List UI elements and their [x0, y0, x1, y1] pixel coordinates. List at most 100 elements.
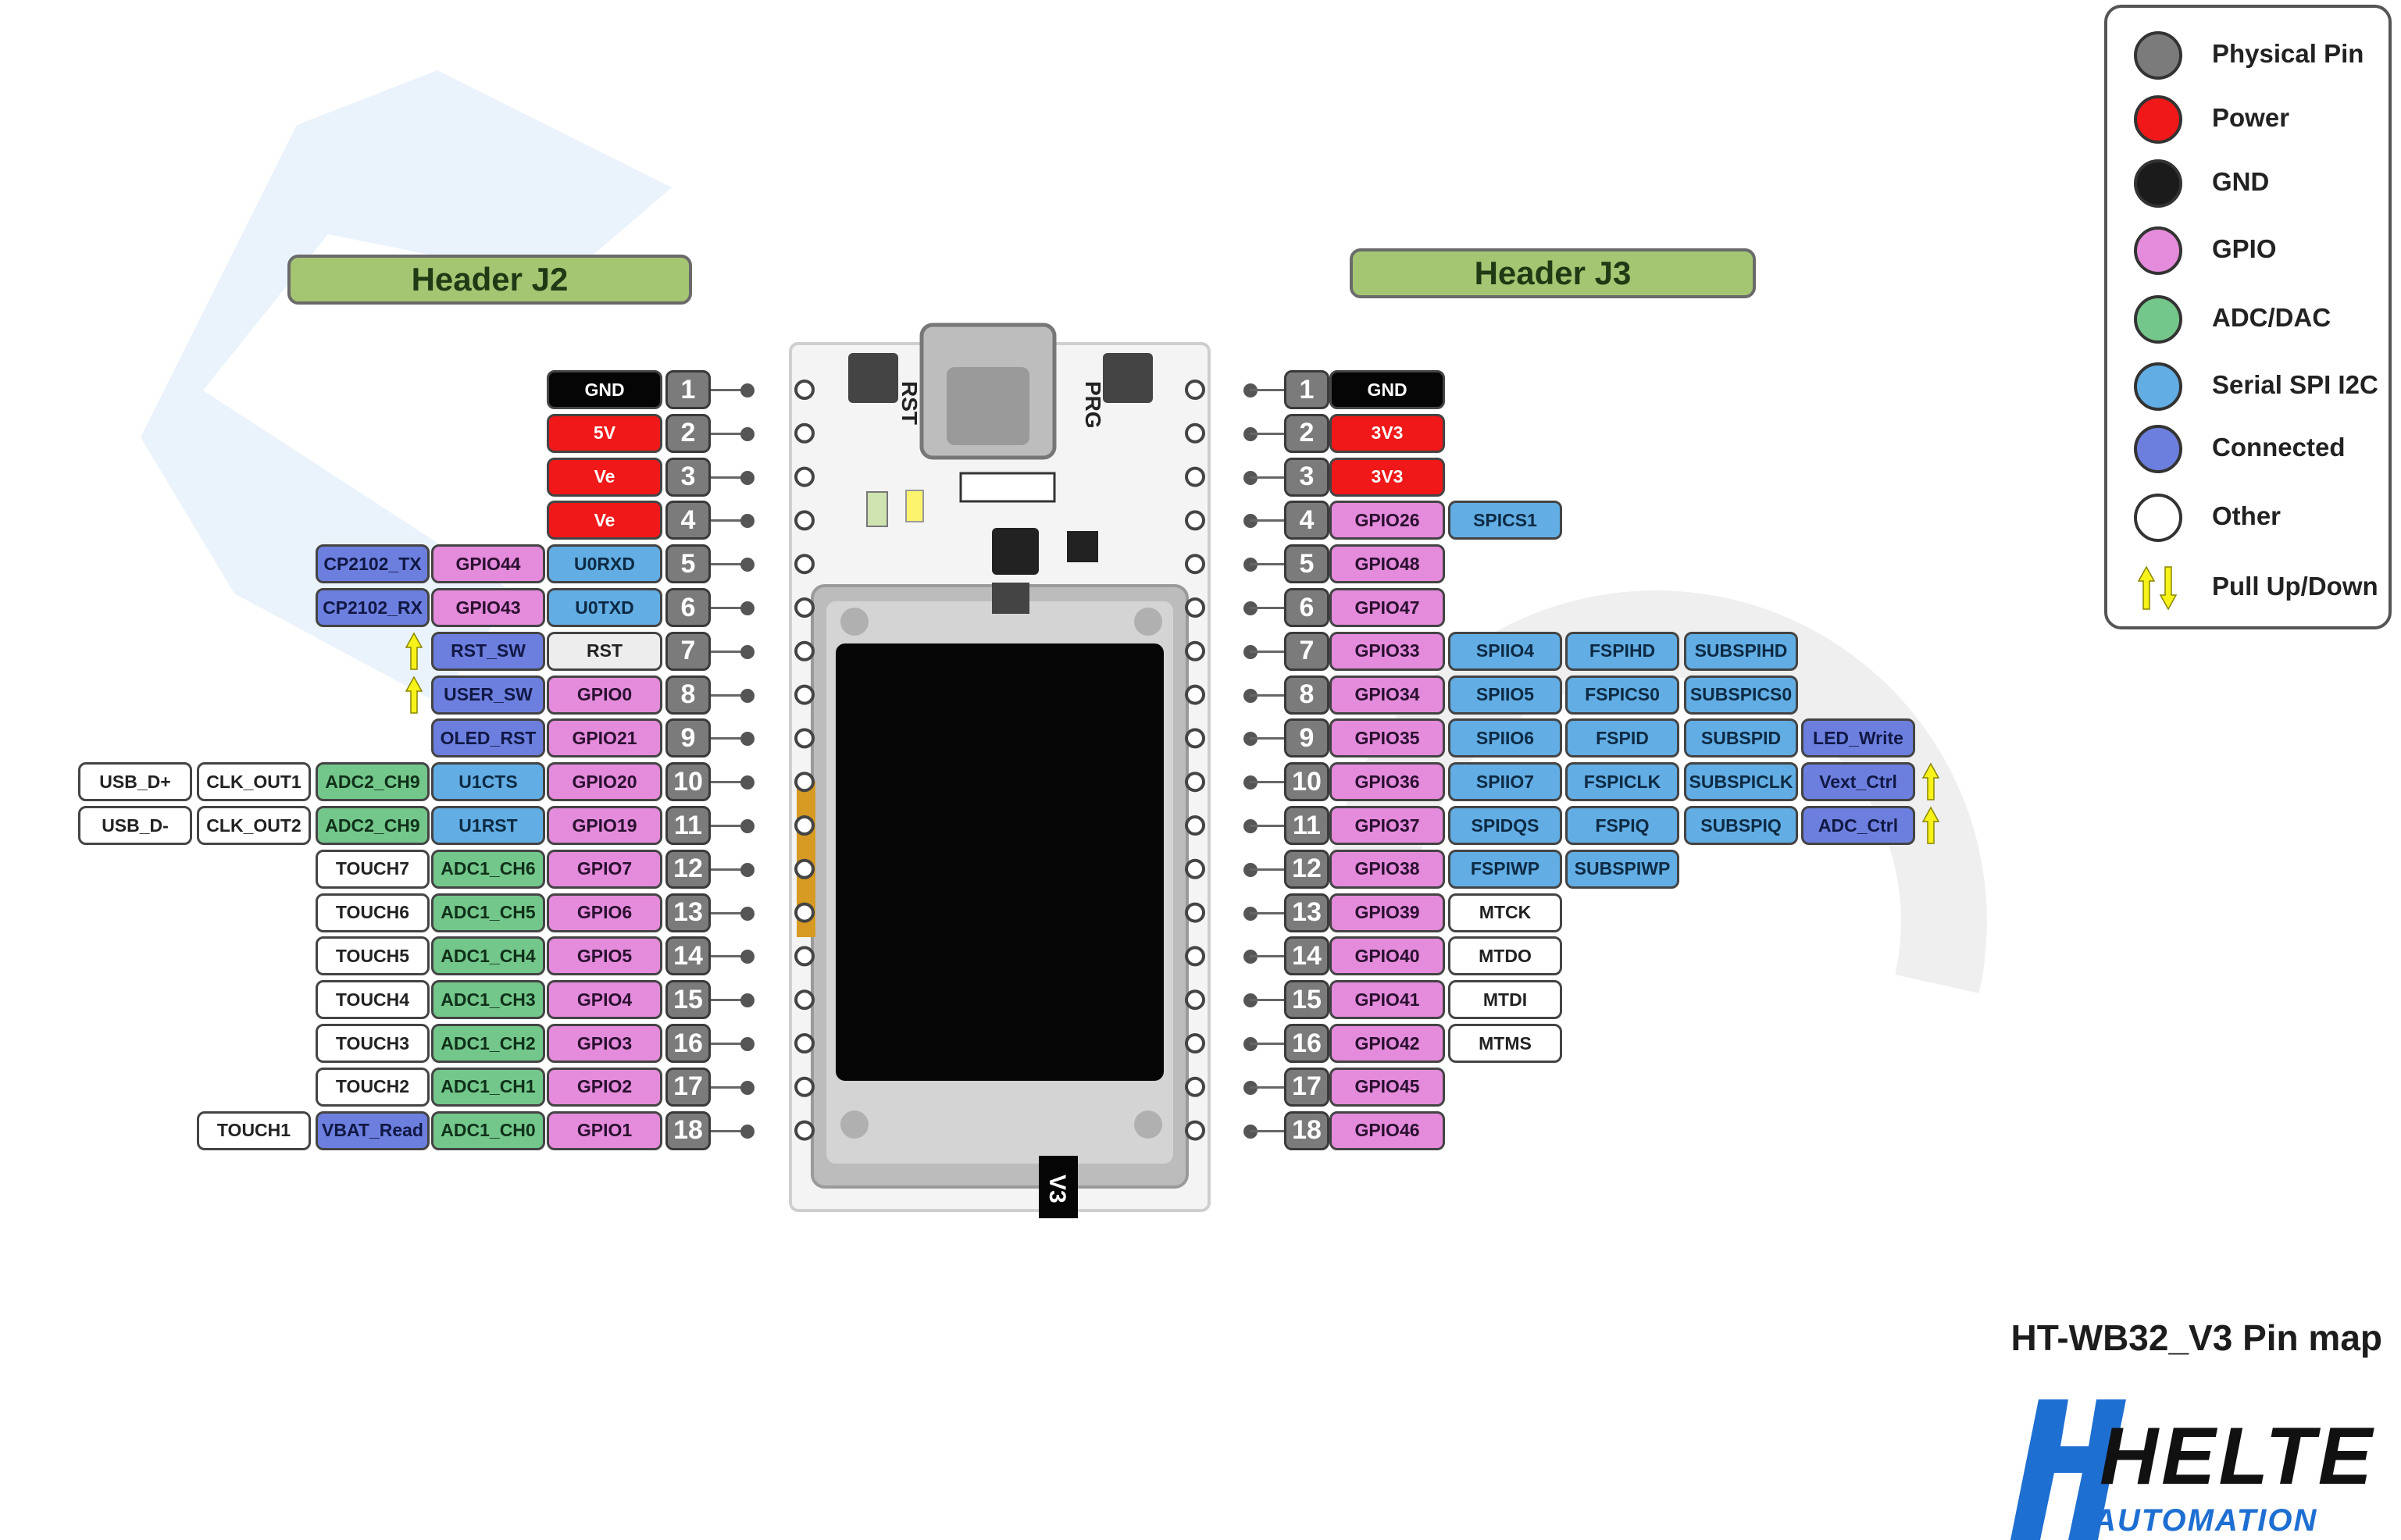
pin-lead — [711, 781, 750, 784]
pin-label-3v3: 3V3 — [1329, 457, 1445, 497]
physical-pin-number: 18 — [665, 1110, 711, 1150]
board-version-label: V3 — [1044, 1175, 1070, 1203]
physical-pin-number: 15 — [1284, 980, 1329, 1020]
physical-pin-number: 11 — [1284, 806, 1329, 845]
pin-lead — [711, 693, 750, 697]
pin-lead — [711, 519, 750, 522]
physical-pin-number: 2 — [665, 413, 711, 453]
header-hole — [1185, 380, 1205, 400]
pin-label-adc1-ch1: ADC1_CH1 — [431, 1067, 545, 1107]
pin-lead — [711, 868, 750, 871]
physical-pin-number: 16 — [665, 1024, 711, 1063]
pin-lead — [1250, 1085, 1286, 1089]
legend-swatch-adc — [2134, 295, 2182, 344]
physical-pin-number: 10 — [1284, 762, 1329, 802]
pin-label-subspihd: SUBSPIHD — [1684, 631, 1798, 671]
physical-pin-number: 6 — [1284, 588, 1329, 627]
physical-pin-number: 10 — [665, 762, 711, 802]
pin-label-cp2102-rx: CP2102_RX — [316, 588, 430, 627]
header-hole — [1185, 728, 1205, 749]
pin-dot — [740, 514, 755, 529]
header-hole — [1185, 684, 1205, 705]
pin-label-gpio20: GPIO20 — [547, 762, 662, 802]
pin-label-gpio26: GPIO26 — [1329, 501, 1445, 540]
pin-label-clk-out2: CLK_OUT2 — [197, 806, 311, 845]
header-hole — [1185, 422, 1205, 444]
legend-label: Physical Pin — [2212, 39, 2364, 68]
pin-label-gpio40: GPIO40 — [1329, 936, 1445, 976]
pin-label-mtdi: MTDI — [1448, 980, 1562, 1020]
pin-lead — [1250, 476, 1286, 479]
pin-label-subspid: SUBSPID — [1684, 718, 1798, 758]
pin-label-u0rxd: U0RXD — [547, 544, 662, 584]
pin-lead — [1250, 693, 1286, 697]
pin-label-gpio39: GPIO39 — [1329, 893, 1445, 932]
pin-label-clk-out1: CLK_OUT1 — [197, 762, 311, 802]
pin-label-touch6: TOUCH6 — [316, 893, 430, 932]
header-hole — [1185, 815, 1205, 836]
header-hole — [1185, 858, 1205, 879]
pin-label-touch4: TOUCH4 — [316, 980, 430, 1020]
pull-up-icon — [1921, 806, 1940, 844]
physical-pin-number: 17 — [1284, 1067, 1329, 1107]
pin-label-mtdo: MTDO — [1448, 936, 1562, 976]
logo-tagline: AUTOMATION — [2092, 1503, 2317, 1538]
legend-swatch-power — [2134, 95, 2182, 144]
pin-label-ve: Ve — [547, 501, 662, 540]
pin-label-touch1: TOUCH1 — [197, 1110, 311, 1150]
pin-label-gpio36: GPIO36 — [1329, 762, 1445, 802]
physical-pin-number: 9 — [665, 718, 711, 758]
pin-label-adc-ctrl: ADC_Ctrl — [1801, 806, 1915, 845]
header-hole — [794, 728, 815, 749]
pin-lead — [1250, 1043, 1286, 1045]
physical-pin-number: 12 — [665, 849, 711, 889]
pin-label-vext-ctrl: Vext_Ctrl — [1801, 762, 1915, 802]
pin-lead — [711, 563, 750, 566]
pin-label-rst-sw: RST_SW — [431, 631, 545, 671]
header-hole — [794, 772, 815, 793]
pin-lead — [711, 1043, 750, 1045]
prg-button — [1103, 353, 1153, 403]
pin-label-touch7: TOUCH7 — [316, 849, 430, 889]
physical-pin-number: 4 — [1284, 501, 1329, 540]
header-j2-label: Header J2 — [287, 255, 692, 305]
pin-label-spidqs: SPIDQS — [1448, 806, 1562, 845]
pin-label-gpio5: GPIO5 — [547, 936, 662, 976]
pin-label-u1rst: U1RST — [431, 806, 545, 845]
physical-pin-number: 8 — [665, 675, 711, 715]
pin-lead — [711, 1129, 750, 1132]
rst-button-label: RST — [897, 381, 922, 425]
pin-lead — [711, 476, 750, 479]
header-holes — [794, 380, 1205, 1141]
pin-label-fspiwp: FSPIWP — [1448, 849, 1562, 889]
header-hole — [794, 946, 815, 967]
header-hole — [1185, 902, 1205, 923]
physical-pin-number: 4 — [665, 501, 711, 540]
oled-screen — [836, 643, 1164, 1081]
pin-label-mtck: MTCK — [1448, 893, 1562, 932]
legend-swatch-connected — [2134, 425, 2182, 473]
pin-label-gpio7: GPIO7 — [547, 849, 662, 889]
legend-swatch-gnd — [2134, 159, 2182, 208]
pin-label-gpio44: GPIO44 — [431, 544, 545, 584]
pin-label-spiio7: SPIIO7 — [1448, 762, 1562, 802]
legend-label: Other — [2212, 501, 2281, 530]
pin-label-gpio4: GPIO4 — [547, 980, 662, 1020]
pin-label-fspihd: FSPIHD — [1565, 631, 1679, 671]
pin-label-gpio19: GPIO19 — [547, 806, 662, 845]
diagram-title: HT-WB32_V3 Pin map — [2010, 1317, 2382, 1358]
logo-brand: HELTEC — [2100, 1411, 2374, 1502]
physical-pin-number: 14 — [665, 936, 711, 976]
pin-label-adc1-ch6: ADC1_CH6 — [431, 849, 545, 889]
header-hole — [1185, 597, 1205, 618]
